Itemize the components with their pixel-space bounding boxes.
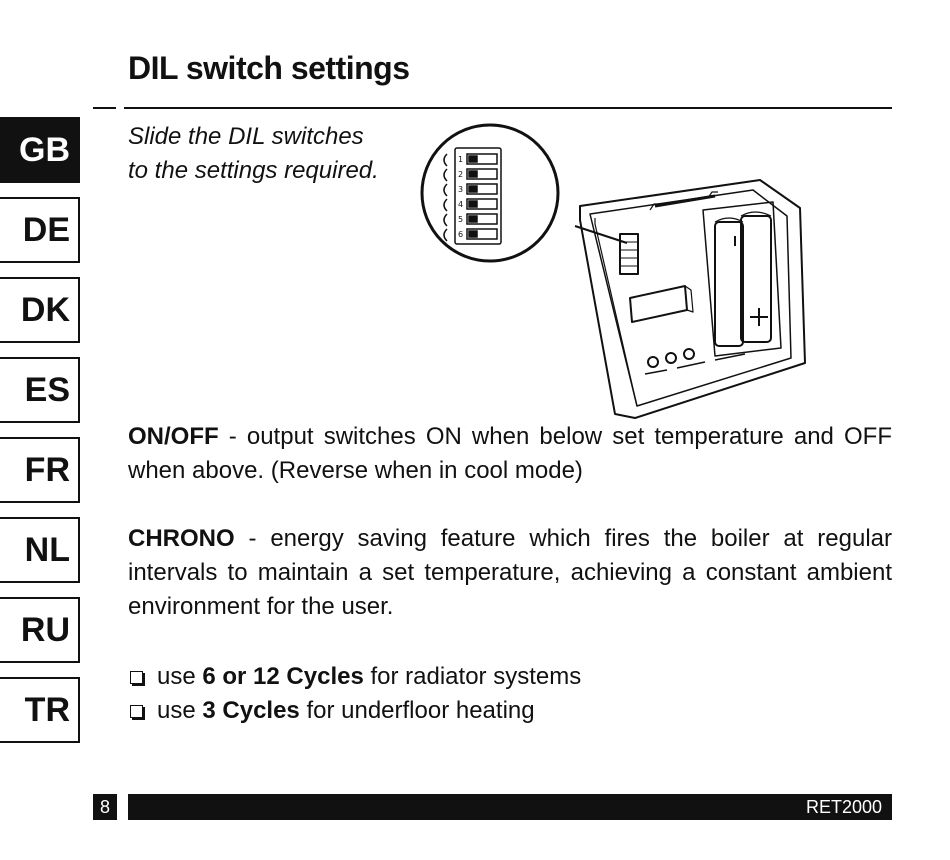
chrono-text: - energy saving feature which fires the … [128, 525, 892, 620]
battery-1 [714, 221, 744, 347]
checkbox-icon [130, 704, 143, 718]
language-tab-fr[interactable]: FR [0, 437, 80, 503]
bullet-pre: use [157, 697, 203, 724]
checkbox-icon [130, 670, 143, 684]
onoff-term: ON/OFF [128, 423, 219, 450]
title-divider [93, 107, 892, 109]
cycle-options-list: use 6 or 12 Cycles for radiator systems … [128, 660, 892, 728]
bullet-pre: use [157, 663, 203, 690]
list-item: use 6 or 12 Cycles for radiator systems [128, 660, 892, 694]
chrono-term: CHRONO [128, 525, 235, 552]
bullet-post: for underfloor heating [299, 697, 535, 724]
backplate-outer [579, 179, 806, 419]
chrono-description: CHRONO - energy saving feature which fir… [128, 522, 892, 624]
switch-label-2: 2 [458, 170, 463, 179]
footer-model: RET2000 [128, 794, 892, 820]
page-title: DIL switch settings [128, 50, 410, 86]
dil-switch-on-board [619, 233, 639, 275]
language-tab-es[interactable]: ES [0, 357, 80, 423]
language-tab-dk[interactable]: DK [0, 277, 80, 343]
onoff-text: - output switches ON when below set temp… [128, 423, 892, 484]
dil-switch-magnifier: 1 2 3 4 5 6 [420, 123, 560, 263]
language-tab-nl[interactable]: NL [0, 517, 80, 583]
switch-label-1: 1 [458, 155, 463, 164]
battery-2 [740, 215, 772, 343]
bullet-bold: 3 Cycles [202, 697, 300, 724]
onoff-description: ON/OFF - output switches ON when below s… [128, 420, 892, 488]
language-tab-tr[interactable]: TR [0, 677, 80, 743]
language-tab-ru[interactable]: RU [0, 597, 80, 663]
switch-label-5: 5 [458, 215, 463, 224]
instruction-line-1: Slide the DIL switches [128, 123, 364, 150]
language-tab-gb[interactable]: GB [0, 117, 80, 183]
instruction-text: Slide the DIL switches to the settings r… [128, 120, 408, 188]
switch-label-3: 3 [458, 185, 463, 194]
backplate-inner [589, 189, 792, 407]
bullet-bold: 6 or 12 Cycles [202, 663, 364, 690]
page-number: 8 [93, 794, 117, 820]
bullet-post: for radiator systems [363, 663, 582, 690]
switch-label-4: 4 [458, 200, 463, 209]
language-tab-de[interactable]: DE [0, 197, 80, 263]
relay-component [629, 285, 688, 323]
list-item: use 3 Cycles for underfloor heating [128, 694, 892, 728]
thermostat-dil-switch-illustration: 1 2 3 4 5 6 [420, 123, 806, 419]
switch-label-6: 6 [458, 230, 463, 239]
title-divider-gap [116, 100, 124, 114]
instruction-line-2: to the settings required. [128, 157, 379, 184]
